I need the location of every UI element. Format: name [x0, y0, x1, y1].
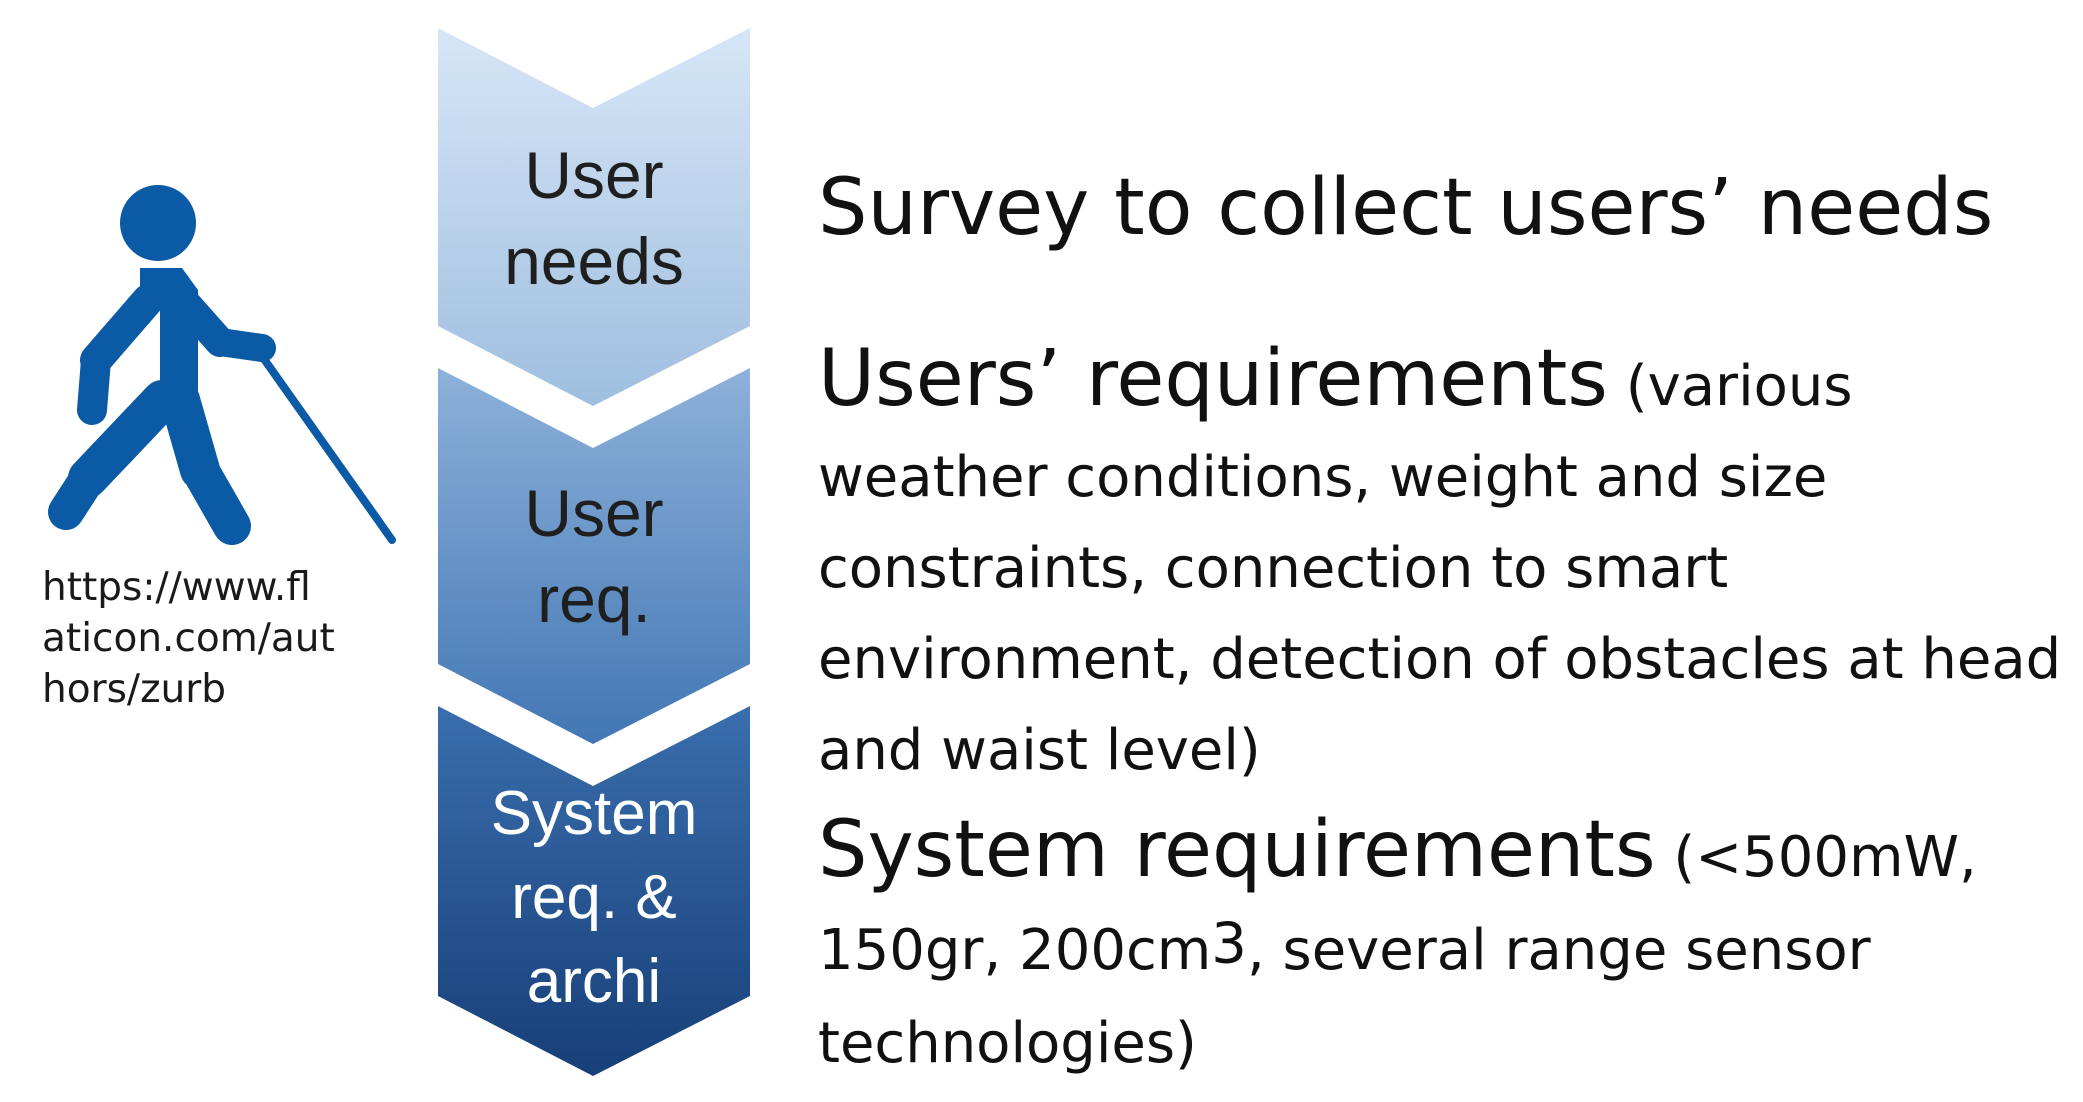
chevron-user-req [438, 368, 750, 744]
description-users-requirements: Users’ requirements (various weather con… [818, 340, 2068, 803]
credit-line: https://www.fl [42, 565, 311, 610]
chevron-label-line: needs [504, 224, 684, 298]
description-heading: Survey to collect users’ needs [818, 163, 1994, 253]
chevron-label-line: archi [526, 947, 662, 1016]
description-survey: Survey to collect users’ needs [818, 158, 2068, 279]
chevron-label-line: User [524, 476, 664, 550]
icon-credit-url: https://www.fl aticon.com/aut hors/zurb [42, 562, 372, 715]
chevron-label-line: System [490, 779, 698, 848]
blind-person-with-cane-icon [48, 185, 396, 545]
description-detail: (various weather conditions, weight and … [818, 354, 2062, 783]
description-detail: (<500mW, 150gr, 200cm [818, 825, 1977, 983]
chevron-system-req [438, 706, 750, 1076]
chevron-label-user-needs: User needs [438, 132, 750, 304]
chevron-label-user-req: User req. [438, 470, 750, 642]
credit-line: hors/zurb [42, 667, 227, 712]
chevron-label-line: User [524, 138, 664, 212]
description-detail: , several range sensor technologies) [818, 918, 1871, 1076]
chevron-user-needs [438, 28, 750, 406]
chevron-label-line: req. [537, 562, 651, 636]
description-heading: Users’ requirements [818, 334, 1608, 424]
chevron-label-line: req. & [511, 863, 677, 932]
chevron-label-system-req: System req. & archi [438, 772, 750, 1024]
description-heading: System requirements [818, 805, 1656, 895]
description-detail-superscript: 3 [1211, 911, 1247, 977]
description-system-requirements: System requirements (<500mW, 150gr, 200c… [818, 810, 2068, 1097]
credit-line: aticon.com/aut [42, 616, 335, 661]
